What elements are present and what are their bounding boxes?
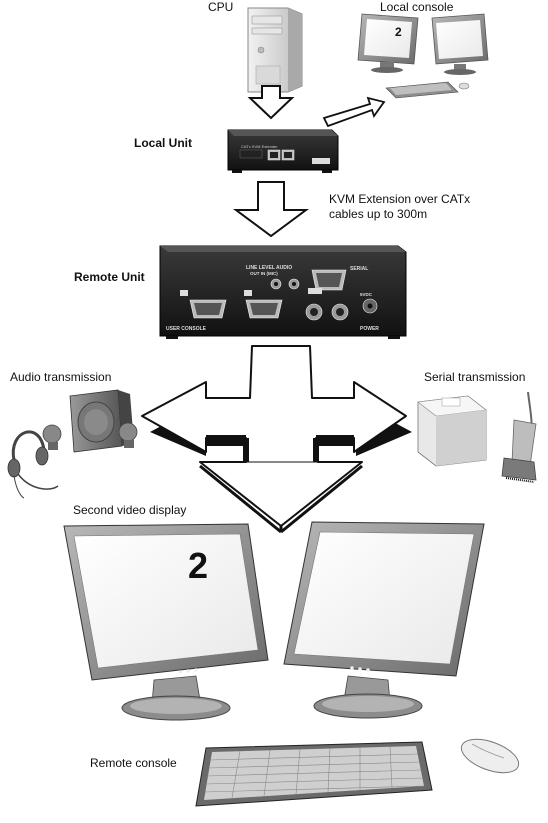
local-unit-plate-text: CATx KVM Extender bbox=[241, 144, 278, 149]
remote-out-in-text: OUT IN (MIC) bbox=[250, 271, 278, 276]
remote-power-text: POWER bbox=[360, 326, 379, 332]
serial-transmission-label: Serial transmission bbox=[424, 370, 526, 384]
barcode-scanner-icon bbox=[501, 391, 537, 483]
remote-5vdc-text: 5VDC bbox=[360, 292, 373, 297]
remote-line-level-audio-text: LINE LEVEL AUDIO bbox=[246, 265, 292, 271]
arrow-local-to-remote-unit bbox=[232, 181, 310, 238]
cpu-label: CPU bbox=[208, 0, 234, 14]
speaker-icon bbox=[69, 389, 134, 453]
local-unit-device: CATx KVM Extender bbox=[227, 129, 339, 173]
arrow-cpu-to-local-unit bbox=[247, 85, 295, 120]
second-video-display-label: Second video display bbox=[73, 503, 187, 517]
cpu-tower-icon bbox=[247, 7, 303, 93]
remote-unit-label: Remote Unit bbox=[74, 270, 145, 284]
remote-mouse-icon bbox=[460, 738, 520, 774]
arrow-local-unit-to-console bbox=[322, 96, 386, 128]
remote-keyboard-icon bbox=[195, 741, 433, 807]
remote-console-label: Remote console bbox=[90, 756, 177, 770]
receipt-printer-icon bbox=[417, 395, 487, 467]
local-console-label: Local console bbox=[380, 0, 454, 14]
local-monitor-number: 2 bbox=[395, 25, 402, 39]
kvm-extension-label-line1: KVM Extension over CATx bbox=[329, 192, 471, 206]
audio-transmission-label: Audio transmission bbox=[10, 370, 112, 384]
small-speaker-left-icon bbox=[42, 424, 62, 450]
local-console-icon: 2 bbox=[357, 13, 489, 99]
remote-monitor-right bbox=[283, 521, 485, 719]
remote-serial-text: SERIAL bbox=[350, 266, 368, 272]
kvm-extension-label-line2: cables up to 300m bbox=[329, 207, 428, 221]
headset-icon bbox=[7, 430, 59, 499]
distribution-arrow-icon bbox=[141, 345, 412, 534]
remote-unit-device: LINE LEVEL AUDIO OUT IN (MIC) SERIAL 5VD… bbox=[159, 245, 407, 339]
remote-monitor-number: 2 bbox=[188, 545, 208, 586]
remote-monitor-left: 2 bbox=[63, 523, 269, 721]
local-unit-label: Local Unit bbox=[134, 136, 193, 150]
small-speaker-right-icon bbox=[118, 422, 138, 448]
remote-user-console-text: USER CONSOLE bbox=[166, 326, 207, 332]
